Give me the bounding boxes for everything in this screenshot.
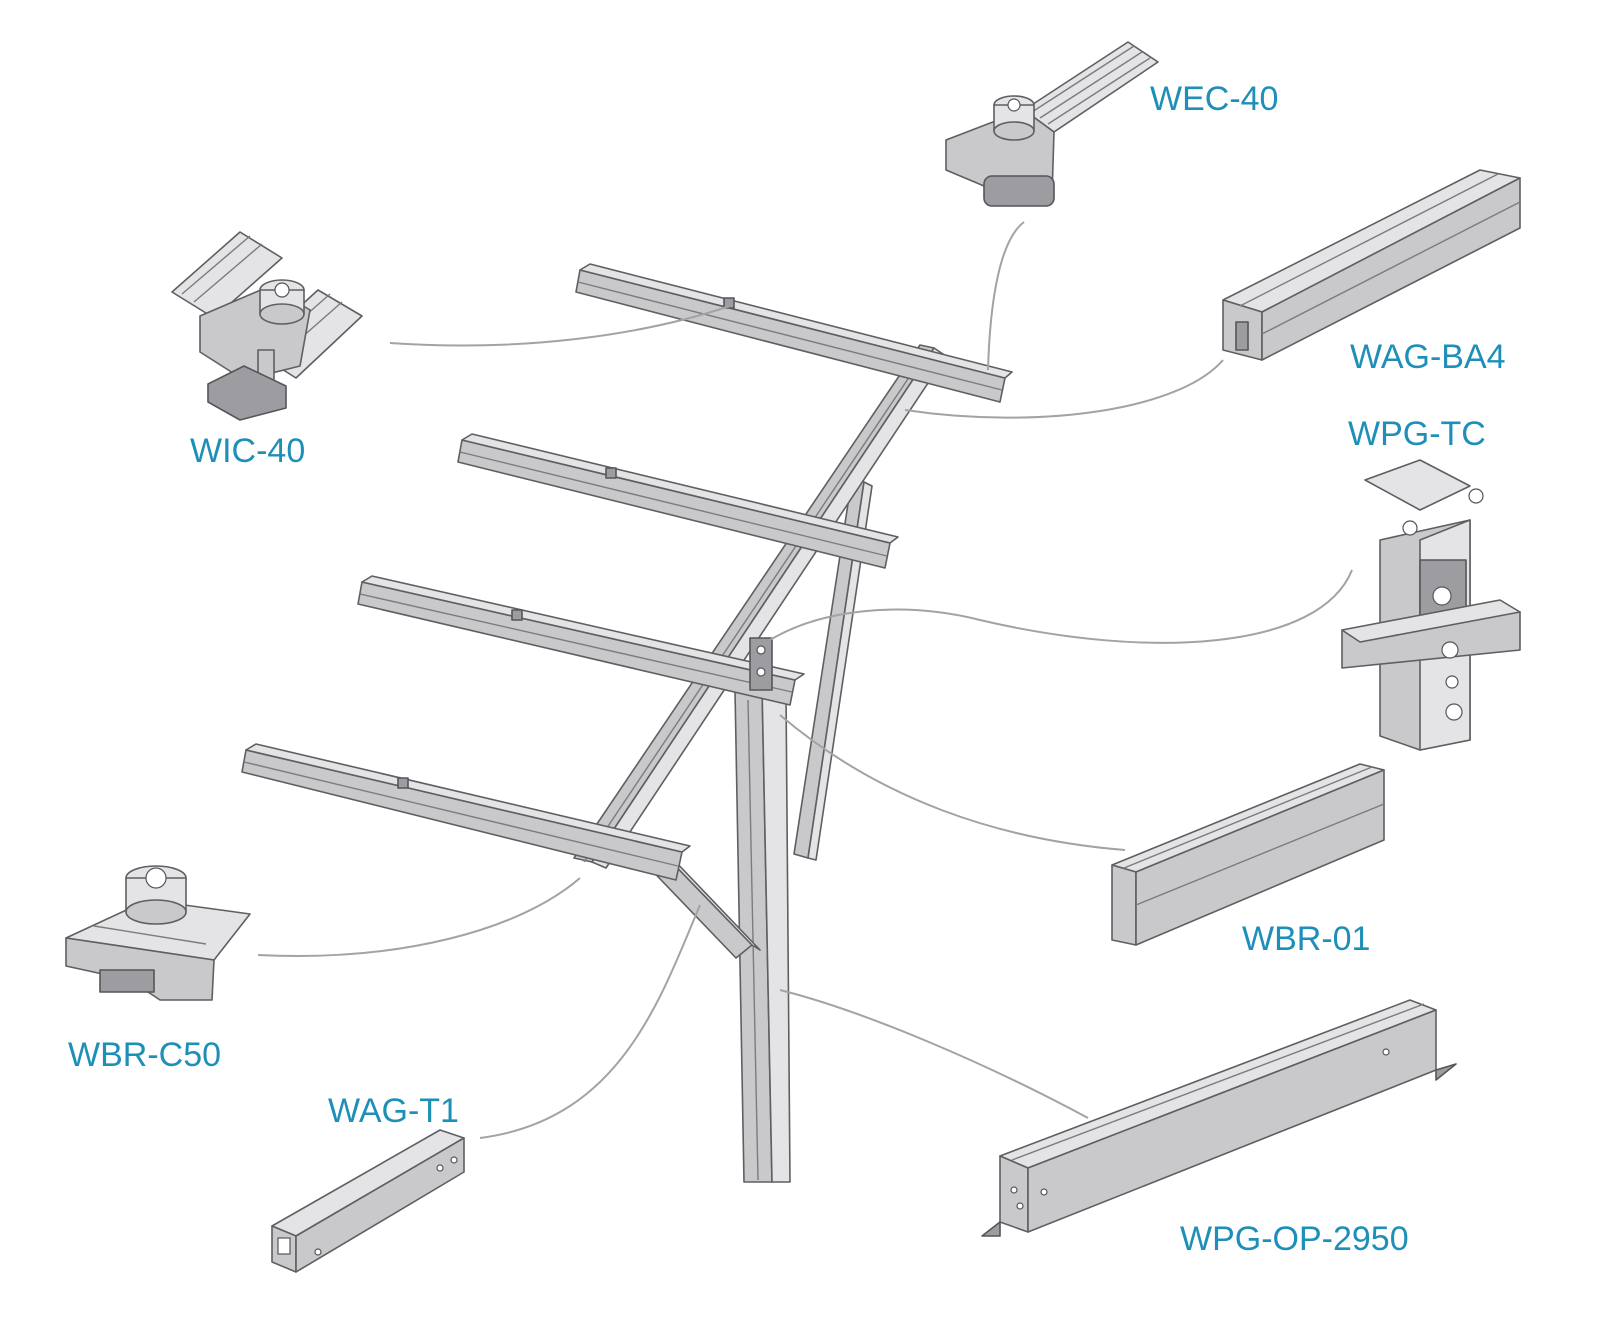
wpgop2950-illustration — [981, 999, 1457, 1237]
label-wbr01: WBR-01 — [1242, 920, 1370, 958]
central-assembly — [241, 263, 1013, 1183]
leader-wpgop2950 — [779, 989, 1089, 1119]
leader-wec40 — [987, 221, 1025, 371]
wbr01-illustration — [1111, 763, 1385, 946]
label-wbrc50: WBR-C50 — [68, 1036, 221, 1074]
vertical-post — [734, 685, 791, 1183]
purlin-2 — [457, 433, 899, 569]
rear-brace — [793, 477, 873, 861]
leader-wic40 — [389, 305, 731, 347]
leader-wbrc50 — [257, 877, 581, 957]
purlin-4 — [241, 743, 691, 881]
label-wagba4: WAG-BA4 — [1350, 338, 1506, 376]
label-wec40: WEC-40 — [1150, 80, 1278, 118]
post-head-connector — [749, 637, 773, 691]
wic40-illustration — [171, 231, 363, 421]
wec40-illustration — [945, 41, 1159, 207]
label-wpgtc: WPG-TC — [1348, 415, 1486, 453]
leader-lines — [257, 221, 1353, 1139]
leader-wpgtc — [769, 569, 1353, 644]
leader-wagt1 — [479, 904, 701, 1139]
wpgtc-illustration — [1341, 459, 1521, 751]
purlin-3 — [357, 575, 805, 706]
label-wagt1: WAG-T1 — [328, 1092, 459, 1130]
wagba4-illustration — [1222, 169, 1521, 361]
wbrc50-illustration — [65, 865, 251, 1001]
wagt1-illustration — [271, 1129, 465, 1273]
label-wic40: WIC-40 — [190, 432, 305, 470]
label-wpgop2950: WPG-OP-2950 — [1180, 1220, 1409, 1258]
leader-wagba4 — [904, 359, 1224, 419]
purlin-1 — [575, 263, 1013, 403]
main-beam — [573, 344, 947, 869]
part-labels: WEC-40 WIC-40 WAG-BA4 WPG-TC WBR-01 WBR-… — [68, 80, 1506, 1258]
leader-wbr01 — [779, 714, 1126, 851]
